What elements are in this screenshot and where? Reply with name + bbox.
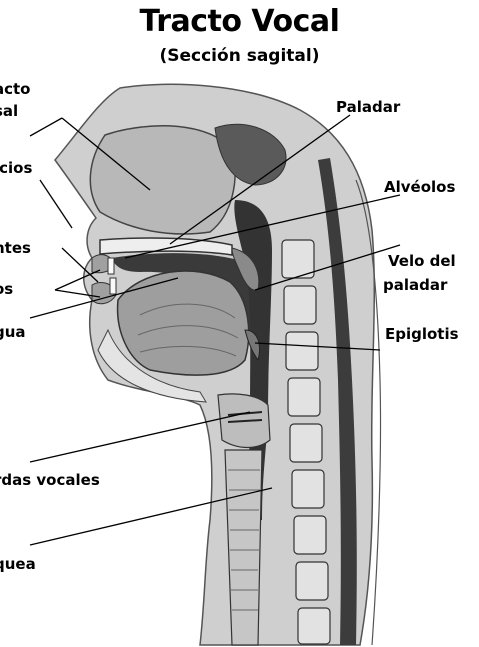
label-lengua: gua	[0, 323, 26, 341]
tongue	[118, 271, 249, 375]
lower-tooth	[110, 278, 116, 294]
trachea	[225, 450, 262, 645]
label-alveolos: Alvéolos	[384, 178, 455, 196]
label-tracto-nasal-2: sal	[0, 102, 18, 120]
label-velo-1: Velo del	[388, 252, 456, 270]
label-cuerdas-vocales: rdas vocales	[0, 471, 100, 489]
label-labios: os	[0, 280, 13, 298]
label-dientes: ntes	[0, 239, 31, 257]
label-traquea: quea	[0, 555, 36, 573]
label-paladar: Paladar	[336, 98, 400, 116]
label-tracto-nasal-1: acto	[0, 80, 31, 98]
label-orificios: icios	[0, 159, 32, 177]
label-epiglotis: Epiglotis	[385, 325, 459, 343]
nasal-cavity	[90, 126, 235, 234]
upper-tooth	[108, 258, 114, 274]
label-velo-2: paladar	[383, 276, 447, 294]
